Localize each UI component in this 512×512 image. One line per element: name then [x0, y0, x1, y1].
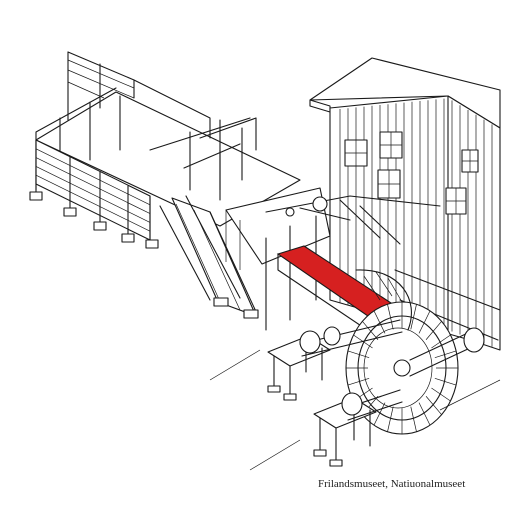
wheel-paddle	[410, 304, 417, 330]
wheel-paddle	[431, 334, 451, 349]
wheel-paddle	[347, 378, 370, 386]
access-ramp	[159, 195, 259, 319]
mill-window	[344, 139, 368, 167]
wheel-paddle	[434, 350, 457, 358]
mill-window	[461, 149, 479, 173]
deck-board	[35, 157, 151, 214]
water-wheel	[345, 269, 485, 435]
wheel-paddle	[410, 406, 417, 432]
support-trestles	[209, 319, 501, 471]
wheel-paddle	[387, 406, 394, 432]
deck-board	[35, 166, 151, 223]
mill-window	[379, 131, 403, 159]
upper-deck	[29, 51, 301, 249]
image-caption: Frilandsmuseet, Natiuonalmuseet	[318, 478, 466, 490]
wheel-paddle	[434, 378, 457, 386]
wheel-paddle	[387, 304, 394, 330]
deck-board	[35, 148, 151, 206]
wheel-paddle	[418, 310, 431, 334]
mill-building	[309, 57, 501, 351]
channel-trough	[225, 187, 441, 331]
wheel-paddle	[347, 350, 370, 358]
wheel-paddle	[373, 310, 386, 334]
mill-window	[377, 169, 401, 199]
deck-board	[35, 174, 151, 232]
wheel-paddle	[418, 402, 431, 426]
wheel-paddle	[425, 396, 442, 415]
wheel-paddle	[431, 387, 451, 402]
wheel-paddle	[425, 321, 442, 340]
mill-window	[445, 187, 467, 215]
wheel-paddle	[373, 402, 386, 426]
wheel-paddle	[362, 321, 379, 340]
